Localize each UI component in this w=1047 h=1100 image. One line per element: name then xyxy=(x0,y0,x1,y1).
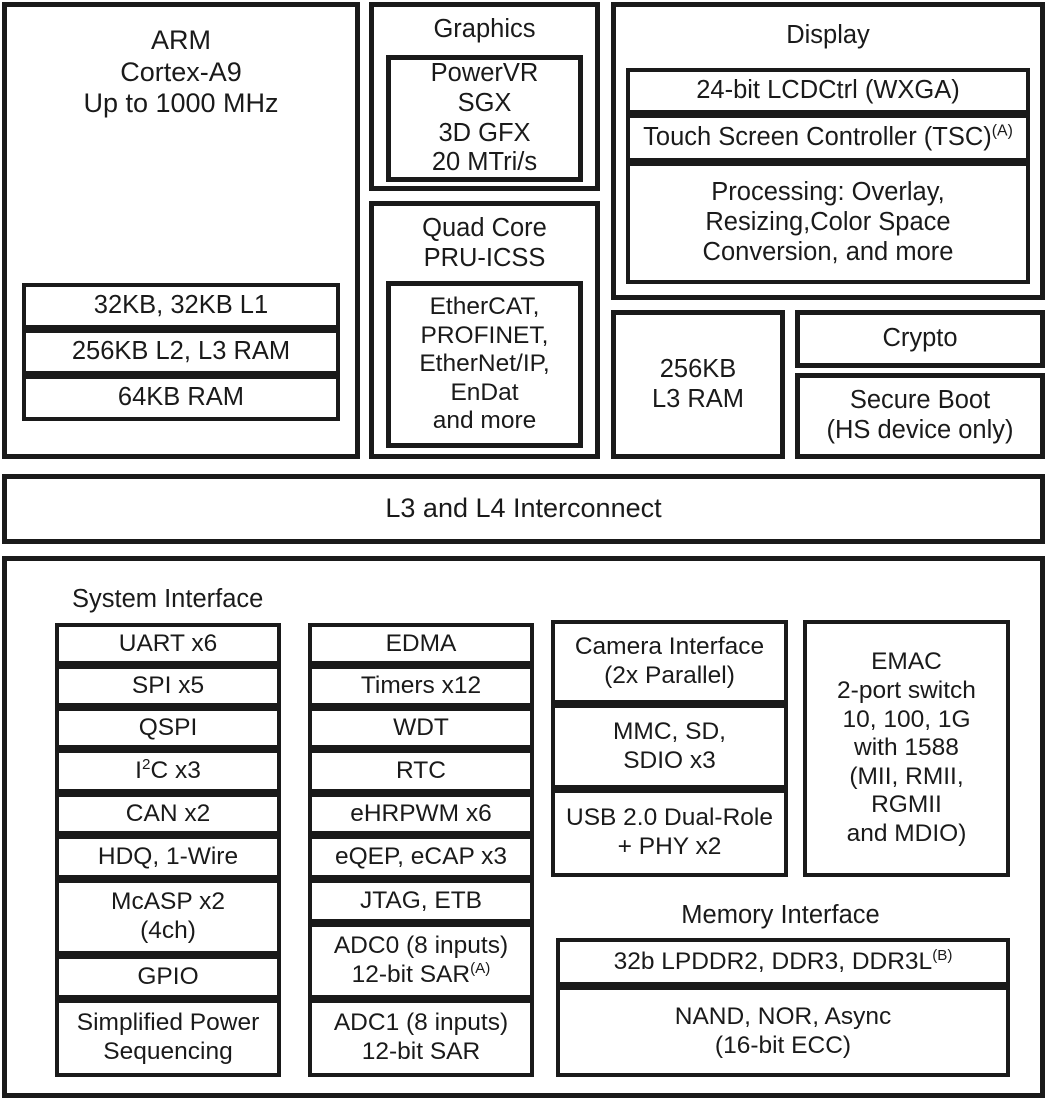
sysif-emac-label: EMAC 2-port switch 10, 100, 1G with 1588… xyxy=(837,648,976,848)
sysif-mmc-sd-sdio: MMC, SD, SDIO x3 xyxy=(551,704,788,789)
memory-interface-ddr-note: (B) xyxy=(932,946,953,964)
sysif-power-sequencing: Simplified Power Sequencing xyxy=(55,999,281,1077)
pru-icss-title: Quad Core PRU-ICSS xyxy=(422,214,547,272)
display-tsc-label: Touch Screen Controller (TSC)(A) xyxy=(643,122,1013,152)
sysif-adc1-label: ADC1 (8 inputs) 12-bit SAR xyxy=(333,1009,509,1065)
sysif-mcasp-label: McASP x2 (4ch) xyxy=(111,888,225,944)
sysif-uart-label: UART x6 xyxy=(118,629,218,657)
display-lcd-label: 24-bit LCDCtrl (WXGA) xyxy=(696,76,960,105)
sysif-edma: EDMA xyxy=(308,623,534,665)
sysif-mcasp: McASP x2 (4ch) xyxy=(55,879,281,955)
sysif-i2c: I2C x3 xyxy=(55,749,281,793)
sysif-gpio: GPIO xyxy=(55,955,281,999)
arm-l1-cache: 32KB, 32KB L1 xyxy=(22,283,340,329)
sysif-can-label: CAN x2 xyxy=(125,799,211,827)
l3-ram-block: 256KB L3 RAM xyxy=(611,310,785,459)
graphics-core-lines: PowerVR SGX 3D GFX 20 MTri/s xyxy=(430,58,539,177)
graphics-core: PowerVR SGX 3D GFX 20 MTri/s xyxy=(386,55,583,182)
sysif-usb-label: USB 2.0 Dual-Role + PHY x2 xyxy=(566,804,773,860)
interconnect-block: L3 and L4 Interconnect xyxy=(2,474,1045,544)
sysif-hdq-label: HDQ, 1-Wire xyxy=(97,842,239,870)
memory-interface-ddr: 32b LPDDR2, DDR3, DDR3L(B) xyxy=(556,938,1010,986)
arm-l1-label: 32KB, 32KB L1 xyxy=(93,291,269,320)
sysif-uart: UART x6 xyxy=(55,623,281,665)
display-tsc-note: (A) xyxy=(991,122,1013,140)
sysif-ehrpwm: eHRPWM x6 xyxy=(308,793,534,835)
arm-l2-l3-label: 256KB L2, L3 RAM xyxy=(71,337,291,366)
sysif-jtag-etb: JTAG, ETB xyxy=(308,879,534,923)
sysif-wdt-label: WDT xyxy=(393,713,449,741)
sysif-adc0-note: (A) xyxy=(470,959,491,977)
sysif-power-sequencing-label: Simplified Power Sequencing xyxy=(76,1009,260,1065)
sysif-rtc: RTC xyxy=(308,749,534,793)
sysif-jtag-label: JTAG, ETB xyxy=(359,886,483,914)
sysif-edma-label: EDMA xyxy=(385,629,457,657)
sysif-wdt: WDT xyxy=(308,707,534,749)
sysif-adc0: ADC0 (8 inputs) 12-bit SAR(A) xyxy=(308,923,534,999)
sysif-usb: USB 2.0 Dual-Role + PHY x2 xyxy=(551,789,788,877)
sysif-timers: Timers x12 xyxy=(308,665,534,707)
secure-boot-block: Secure Boot (HS device only) xyxy=(795,373,1045,459)
sysif-i2c-label: I2C x3 xyxy=(135,755,201,784)
memory-interface-ddr-label: 32b LPDDR2, DDR3, DDR3L(B) xyxy=(613,946,953,975)
sysif-timers-label: Timers x12 xyxy=(360,671,482,699)
display-processing: Processing: Overlay, Resizing,Color Spac… xyxy=(626,162,1030,284)
arm-l2-l3-ram: 256KB L2, L3 RAM xyxy=(22,329,340,375)
arm-title: ARM Cortex-A9 Up to 1000 MHz xyxy=(83,25,279,119)
sysif-adc0-label: ADC0 (8 inputs) 12-bit SAR(A) xyxy=(333,932,509,988)
sysif-ehrpwm-label: eHRPWM x6 xyxy=(350,799,492,827)
sysif-emac: EMAC 2-port switch 10, 100, 1G with 1588… xyxy=(803,620,1010,877)
memory-interface-flash-label: NAND, NOR, Async (16-bit ECC) xyxy=(674,1002,892,1059)
sysif-qspi: QSPI xyxy=(55,707,281,749)
sysif-camera-interface: Camera Interface (2x Parallel) xyxy=(551,620,788,704)
sysif-mmc-label: MMC, SD, SDIO x3 xyxy=(613,717,726,774)
sysif-hdq-1wire: HDQ, 1-Wire xyxy=(55,835,281,879)
sysif-rtc-label: RTC xyxy=(396,756,446,784)
sysif-spi: SPI x5 xyxy=(55,665,281,707)
arm-64kb-label: 64KB RAM xyxy=(117,383,245,412)
sysif-can: CAN x2 xyxy=(55,793,281,835)
l3-ram-label: 256KB L3 RAM xyxy=(651,354,745,413)
memory-interface-title: Memory Interface xyxy=(681,901,880,929)
pru-icss-protocols: EtherCAT, PROFINET, EtherNet/IP, EnDat a… xyxy=(386,281,583,448)
crypto-block: Crypto xyxy=(795,310,1045,368)
sysif-qspi-label: QSPI xyxy=(138,713,198,741)
display-processing-lines: Processing: Overlay, Resizing,Color Spac… xyxy=(702,178,954,266)
sysif-gpio-label: GPIO xyxy=(137,962,199,990)
interconnect-label: L3 and L4 Interconnect xyxy=(385,493,662,524)
arm-64kb-ram: 64KB RAM xyxy=(22,375,340,421)
sysif-camera-label: Camera Interface (2x Parallel) xyxy=(574,633,765,689)
memory-interface-flash: NAND, NOR, Async (16-bit ECC) xyxy=(556,986,1010,1077)
display-touch-screen-controller: Touch Screen Controller (TSC)(A) xyxy=(626,114,1030,162)
sysif-eqep-label: eQEP, eCAP x3 xyxy=(334,842,508,870)
pru-icss-protocol-lines: EtherCAT, PROFINET, EtherNet/IP, EnDat a… xyxy=(419,292,550,435)
graphics-title: Graphics xyxy=(433,15,536,43)
crypto-label: Crypto xyxy=(882,324,958,353)
display-title: Display xyxy=(786,21,870,49)
system-interface-title: System Interface xyxy=(72,585,264,613)
sysif-spi-label: SPI x5 xyxy=(131,671,205,699)
display-lcd-controller: 24-bit LCDCtrl (WXGA) xyxy=(626,68,1030,114)
secure-boot-label: Secure Boot (HS device only) xyxy=(826,386,1014,444)
sysif-eqep-ecap: eQEP, eCAP x3 xyxy=(308,835,534,879)
sysif-adc1: ADC1 (8 inputs) 12-bit SAR xyxy=(308,999,534,1077)
